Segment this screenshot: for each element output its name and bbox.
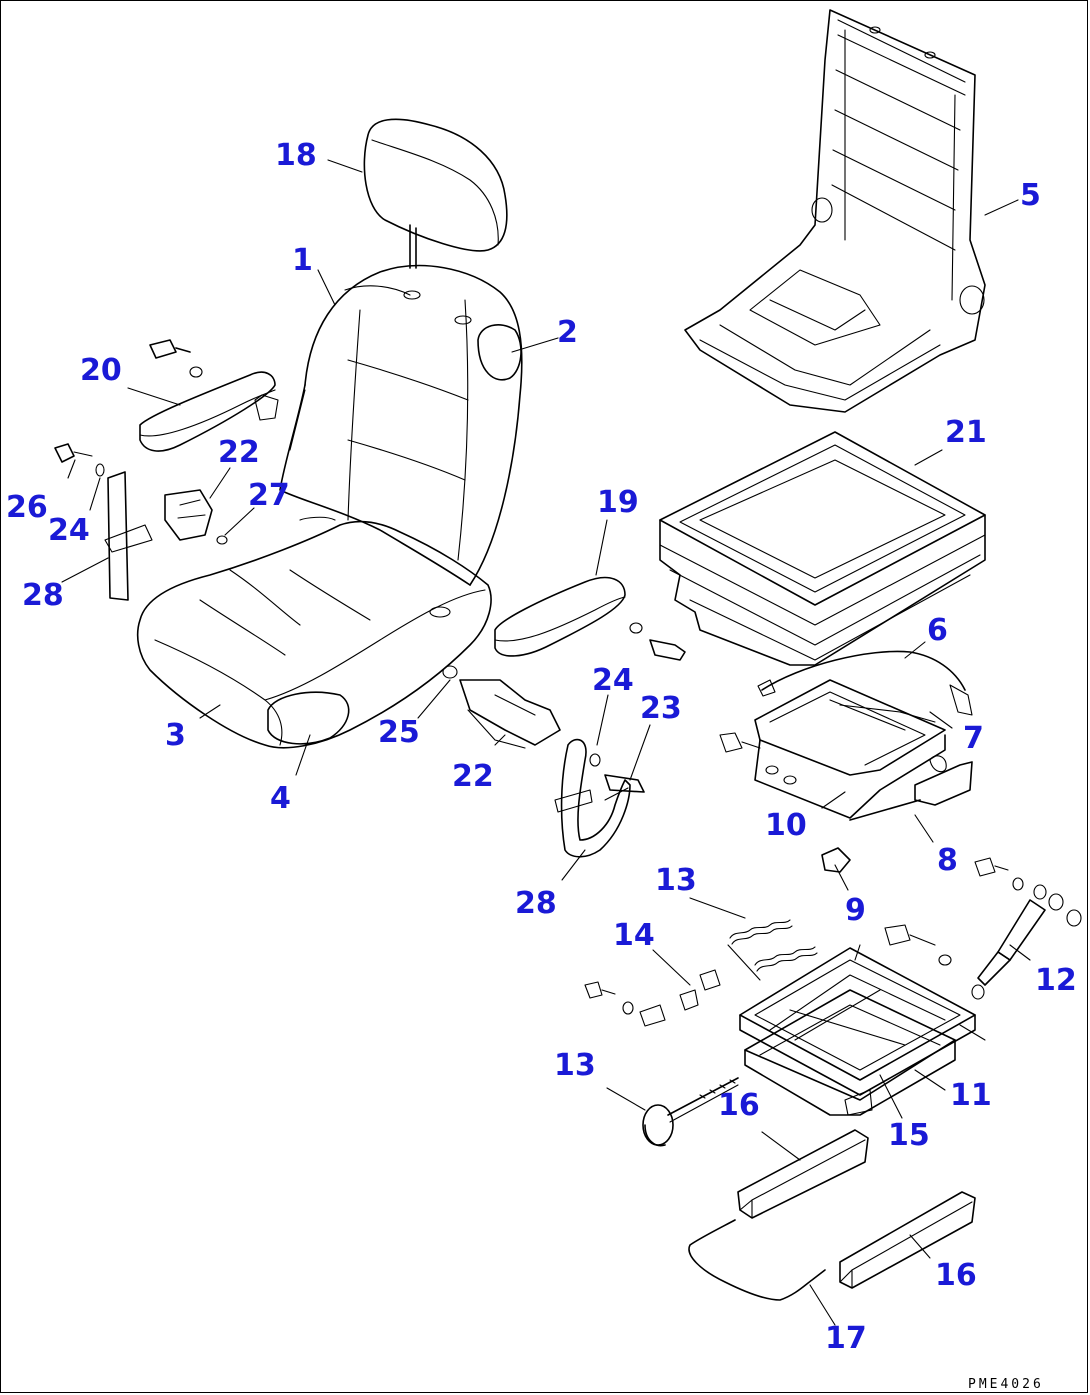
callout-16a: 16: [718, 1088, 760, 1123]
shock-absorber-part: [884, 857, 1082, 1000]
callout-13b: 13: [554, 1048, 596, 1083]
callout-labels: 1 2 3 4 5 6 7 8 9 10 11 12 13 13 14 15 1…: [6, 138, 1077, 1356]
callout-8: 8: [937, 843, 958, 878]
callout-25: 25: [378, 715, 420, 750]
callout-28a: 28: [22, 578, 64, 613]
callout-22b: 22: [452, 759, 494, 794]
callout-24a: 24: [48, 513, 90, 548]
callout-5: 5: [1020, 178, 1041, 213]
armrest-left-part: [139, 339, 279, 452]
callout-2: 2: [557, 315, 578, 350]
drawing-code: PME4026: [968, 1377, 1044, 1392]
callout-7: 7: [963, 721, 984, 756]
callout-19: 19: [597, 485, 639, 520]
callout-21: 21: [945, 415, 987, 450]
callout-3: 3: [165, 718, 186, 753]
callout-23: 23: [640, 691, 682, 726]
callout-16b: 16: [935, 1258, 977, 1293]
callout-17: 17: [825, 1321, 867, 1356]
callout-9: 9: [845, 893, 866, 928]
callout-28b: 28: [515, 886, 557, 921]
callout-6: 6: [927, 613, 948, 648]
slide-rails-part: [688, 1129, 976, 1301]
seat-frame-part: [684, 9, 986, 413]
callout-14: 14: [613, 918, 655, 953]
callout-13a: 13: [655, 863, 697, 898]
right-seatbelt-part: [442, 665, 645, 858]
callout-20: 20: [80, 353, 122, 388]
callout-24b: 24: [592, 663, 634, 698]
seat-back-part: [279, 264, 523, 586]
callout-4: 4: [270, 781, 291, 816]
slide-mechanism-part: [719, 650, 973, 873]
adjust-knob-part: [642, 1077, 739, 1147]
callout-1: 1: [292, 243, 313, 278]
headrest-part: [363, 118, 508, 269]
armrest-right-part: [494, 576, 686, 661]
seat-cushion-part: [136, 516, 492, 749]
callout-22a: 22: [218, 435, 260, 470]
springs-part: [584, 919, 818, 1027]
callout-27: 27: [248, 478, 290, 513]
callout-26: 26: [6, 490, 48, 525]
callout-10: 10: [765, 808, 807, 843]
left-seatbelt-part: [54, 443, 228, 601]
callout-12: 12: [1035, 963, 1077, 998]
leader-lines: [61, 159, 1031, 1326]
callout-11: 11: [950, 1078, 992, 1113]
callout-15: 15: [888, 1118, 930, 1153]
suspension-base-part: [739, 944, 986, 1116]
suspension-boot-part: [659, 431, 986, 666]
callout-18: 18: [275, 138, 317, 173]
